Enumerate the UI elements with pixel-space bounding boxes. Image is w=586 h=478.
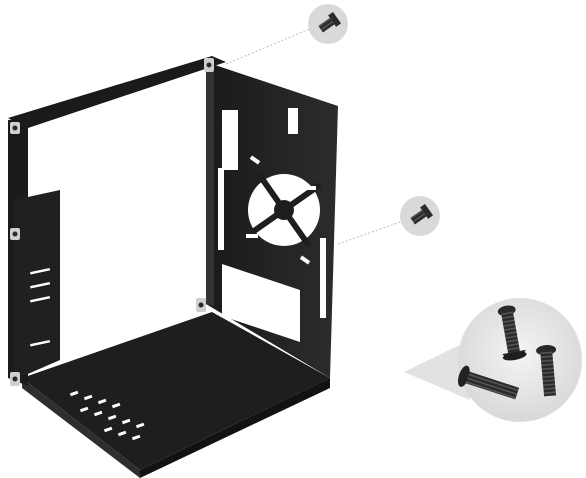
chassis-frame (8, 56, 338, 478)
screw-callout-upper (308, 4, 348, 44)
screw-callout-lower (400, 196, 440, 236)
top-rail (8, 56, 226, 128)
rear-panel-edge (206, 60, 214, 306)
io-cutout (222, 110, 238, 170)
magnified-screws (404, 298, 582, 422)
